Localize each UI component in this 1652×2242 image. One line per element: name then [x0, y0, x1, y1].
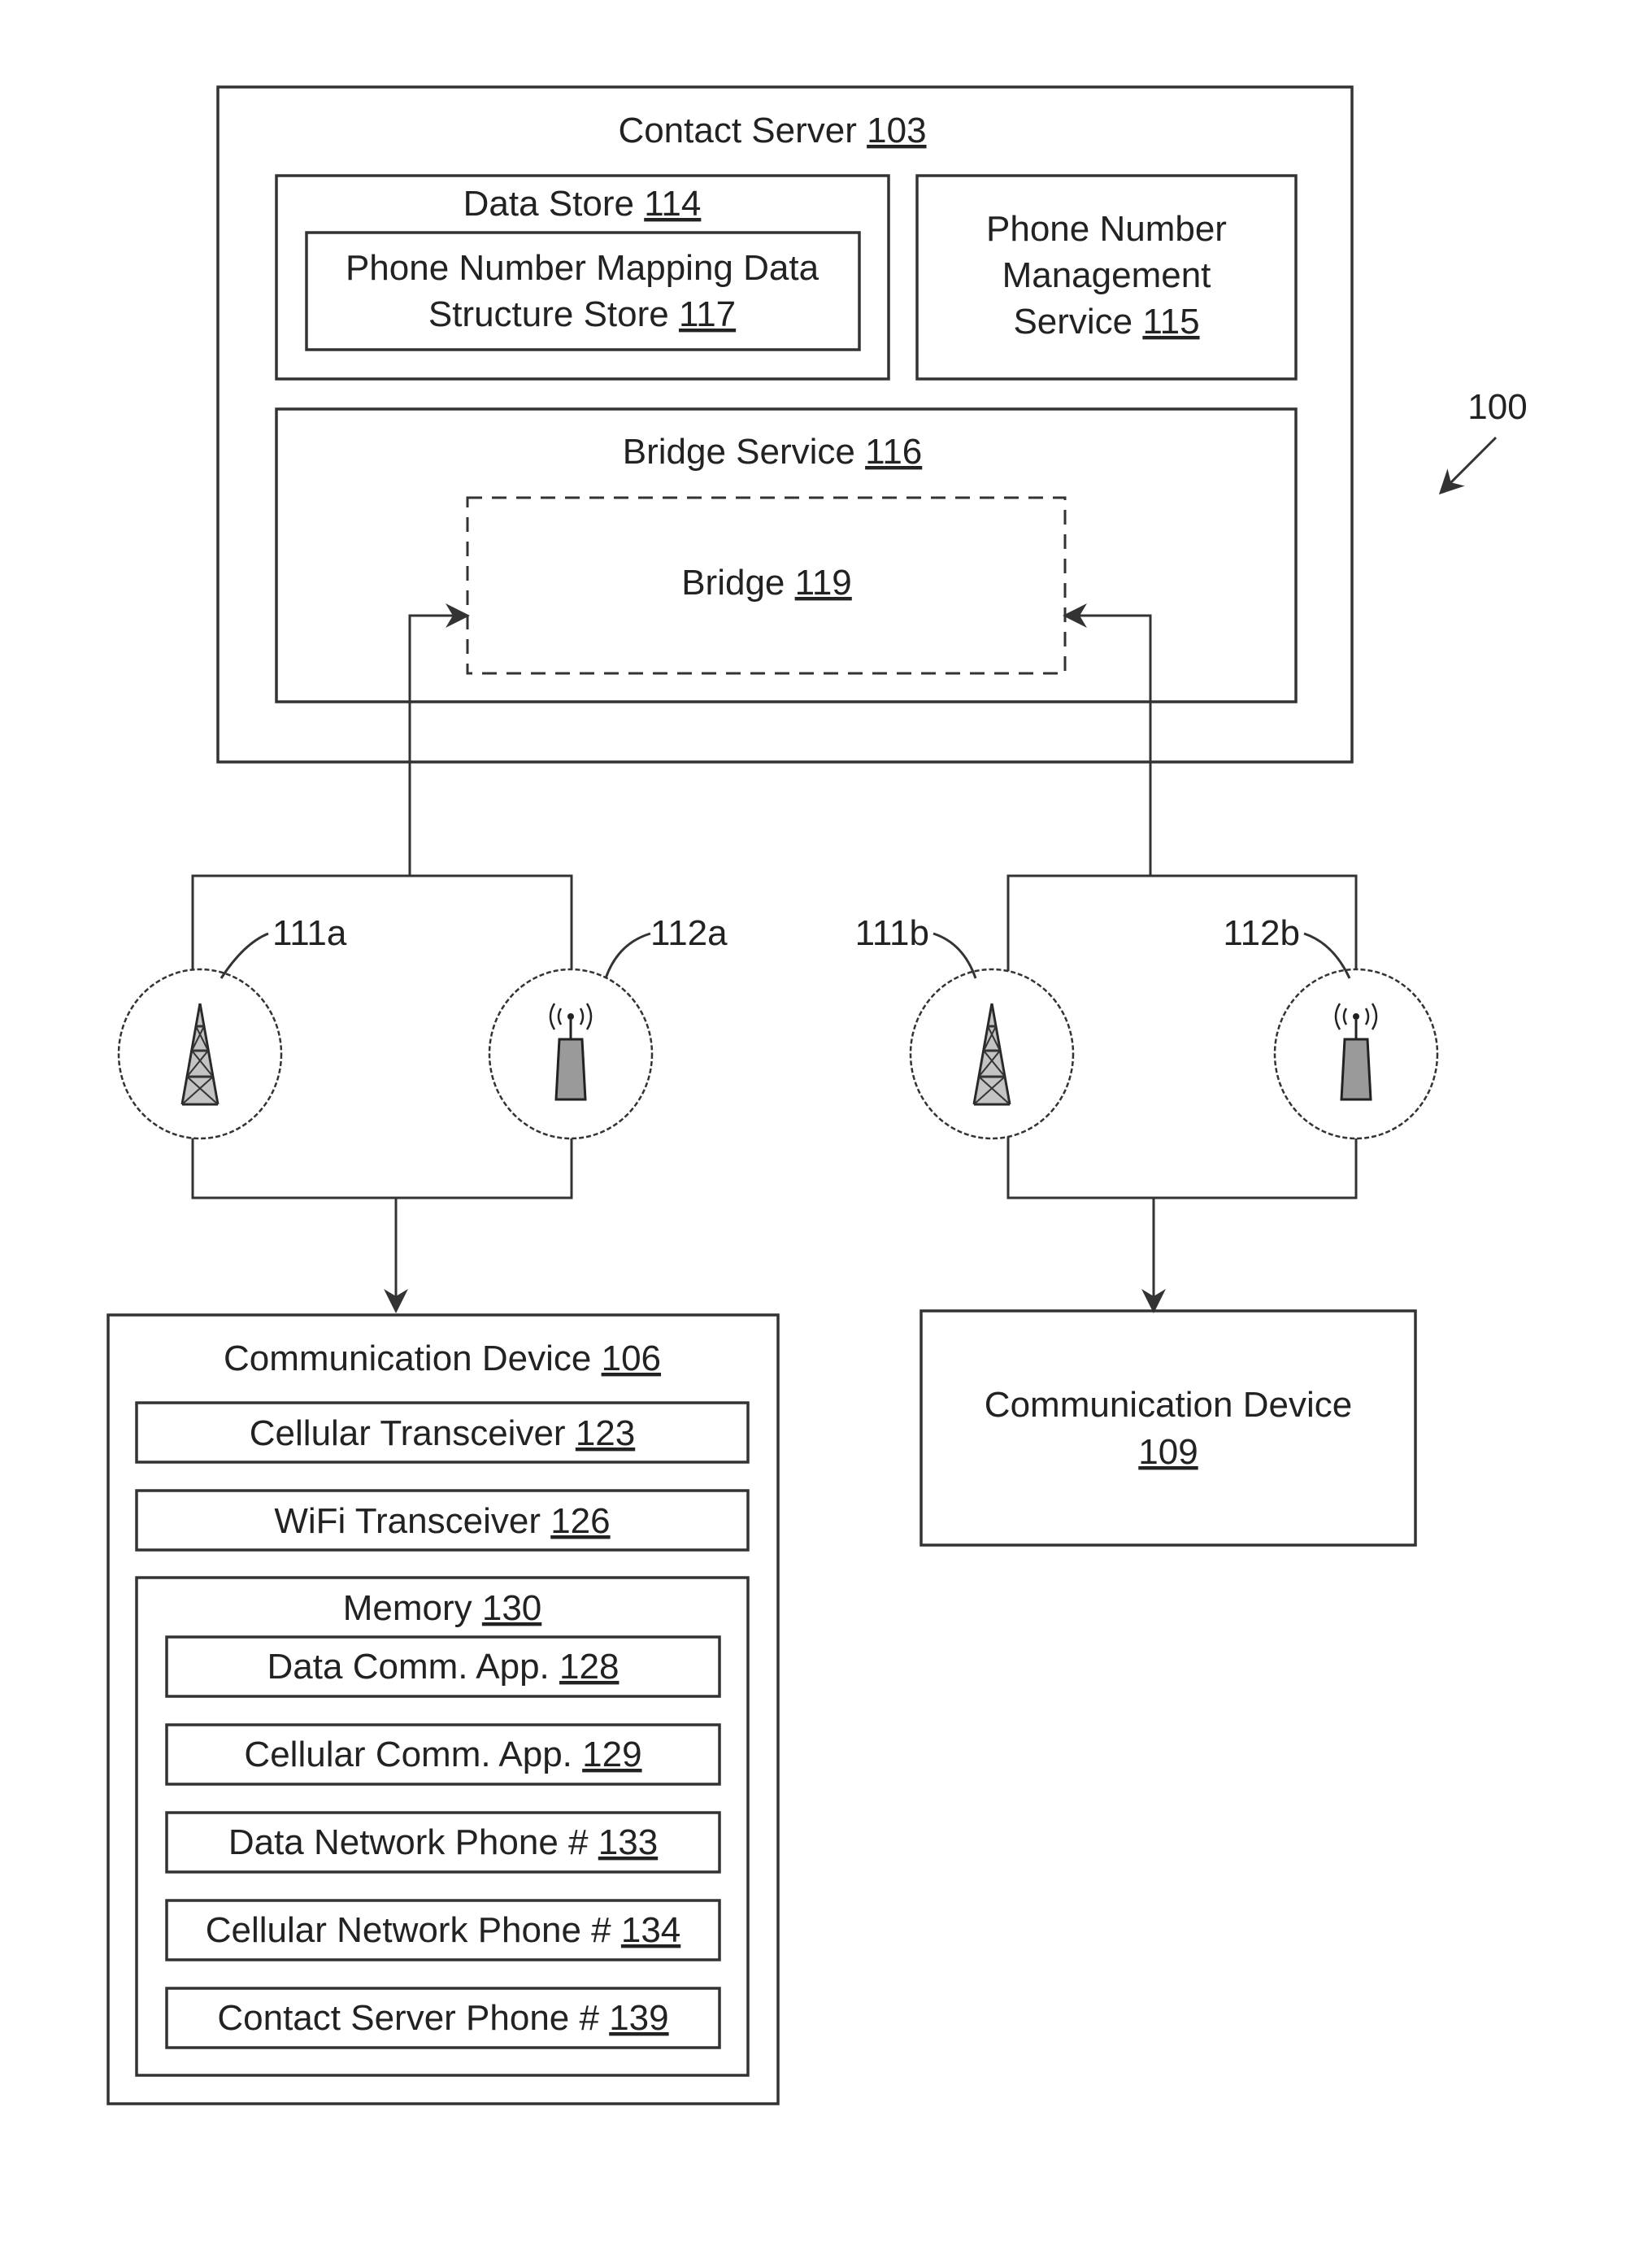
device-109-label-line1: Communication Device	[985, 1385, 1352, 1425]
pnms-label-line1: Phone Number	[986, 209, 1227, 249]
mapping-store-label-line2: Structure Store 117	[428, 294, 736, 334]
device-106-label: Communication Device 106	[224, 1339, 661, 1378]
connector-group-b-to-bridge	[1065, 616, 1150, 876]
mapping-store-label-line1: Phone Number Mapping Data	[346, 248, 819, 288]
data-store-box: Data Store 114 Phone Number Mapping Data…	[276, 176, 889, 379]
phone-number-management-service-box: Phone Number Management Service 115	[917, 176, 1296, 379]
communication-device-106-box: Communication Device 106 Cellular Transc…	[108, 1315, 778, 2104]
communication-device-109-box: Communication Device 109	[921, 1311, 1415, 1545]
wifi-transceiver-label: WiFi Transceiver 126	[274, 1501, 610, 1541]
memory-item-label: Data Network Phone # 133	[228, 1822, 658, 1862]
memory-item-label: Cellular Comm. App. 129	[244, 1735, 641, 1774]
pnms-label-line2: Management	[1002, 255, 1211, 295]
cellular-transceiver-label: Cellular Transceiver 123	[250, 1413, 635, 1453]
label-111b: 111b	[855, 913, 929, 953]
memory-label: Memory 130	[343, 1588, 542, 1628]
bridge-label: Bridge 119	[681, 563, 852, 603]
pnms-label-line3: Service 115	[1013, 302, 1199, 342]
memory-item-label: Data Comm. App. 128	[267, 1647, 620, 1687]
wifi-network-112a	[489, 969, 652, 1138]
memory-item-label: Cellular Network Phone # 134	[206, 1910, 681, 1950]
connector-group-a-to-bridge	[410, 616, 467, 876]
contact-server-label: Contact Server 103	[618, 111, 926, 150]
memory-item-label: Contact Server Phone # 139	[217, 1998, 668, 2038]
label-112a: 112a	[650, 913, 728, 953]
data-store-label: Data Store 114	[463, 184, 702, 224]
label-112b: 112b	[1223, 913, 1300, 953]
figure-ref-label: 100	[1467, 387, 1527, 427]
network-group-b: 111b 112b	[855, 876, 1437, 1311]
bridge-service-box: Bridge Service 116 Bridge 119	[276, 409, 1296, 702]
network-group-a: 111a 112a	[119, 876, 728, 1311]
contact-server-box: Contact Server 103	[218, 87, 1352, 762]
device-109-ref: 109	[1138, 1432, 1198, 1472]
label-111a: 111a	[272, 913, 347, 953]
figure-ref-arrow	[1441, 438, 1496, 493]
wifi-network-112b	[1275, 969, 1437, 1138]
cellular-network-111b	[911, 969, 1073, 1138]
bridge-service-label: Bridge Service 116	[623, 432, 923, 472]
cellular-network-111a	[119, 969, 281, 1138]
